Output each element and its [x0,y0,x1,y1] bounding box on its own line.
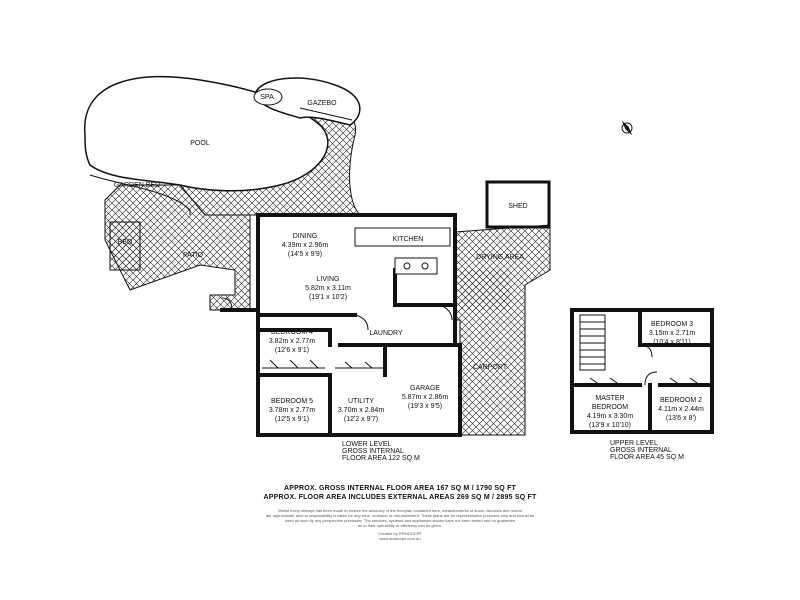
lower-level-walls [220,213,462,437]
upper-level-title: UPPER LEVEL [610,440,658,447]
website-link[interactable]: www.realscope.com.au [379,536,421,541]
garden-bed-label: GARDEN BED [114,182,160,189]
upper-level-area: FLOOR AREA 45 SQ M [610,454,684,461]
master-size-imperial: (13'9 x 10'10) [589,422,631,429]
footer-gross-area: APPROX. GROSS INTERNAL FLOOR AREA 167 SQ… [283,485,517,492]
bedroom5-size-imperial: (12'5 x 9'1) [275,416,309,423]
bedroom2-size-metric: 4.11m x 2.44m [658,406,704,413]
garage-label: GARAGE [410,385,440,392]
disclaimer-line-2: are approximate and no responsibility is… [265,513,535,518]
carport-label: CARPORT [473,364,508,371]
disclaimer-line-1: Whilst every attempt has been made to en… [278,508,522,513]
gazebo-label: GAZEBO [307,100,337,107]
shed-label: SHED [508,203,527,210]
pool-label: POOL [190,140,210,147]
dining-size-metric: 4.39m x 2.96m [282,242,328,249]
patio-label: PATIO [183,252,204,259]
bbq-label: BBQ [118,239,133,246]
bedroom3-size-imperial: (10'4 x 8'11) [653,339,691,346]
laundry-label: LAUNDRY [369,330,403,337]
bedroom4-label: BEDROOM 4 [271,329,313,336]
compass-icon [621,120,633,136]
footer-external-area: APPROX. FLOOR AREA INCLUDES EXTERNAL ARE… [263,494,537,501]
drying-area-label: DRYING AREA [476,254,524,261]
master-label-2: BEDROOM [592,404,628,411]
living-size-imperial: (19'1 x 10'2) [309,294,347,301]
dining-size-imperial: (14'5 x 9'9) [288,251,322,258]
dining-label: DINING [293,233,318,240]
bedroom4-size-metric: 3.82m x 2.77m [269,338,315,345]
bedroom2-size-imperial: (13'6 x 8') [666,415,696,422]
kitchen-bench [354,227,451,247]
garage-size-metric: 5.87m x 2.86m [402,394,448,401]
living-label: LIVING [317,276,340,283]
disclaimer-line-3: used as such by any prospective purchase… [284,518,516,523]
garage-size-imperial: (19'3 x 9'5) [408,403,442,410]
utility-size-imperial: (12'2 x 9'7) [344,416,378,423]
kitchen-label: KITCHEN [393,236,424,243]
spa [253,88,283,106]
living-size-metric: 5.82m x 3.11m [305,285,351,292]
bedroom3-size-metric: 3.15m x 2.71m [649,330,695,337]
upper-level-walls [570,308,714,434]
utility-label: UTILITY [348,398,374,405]
bedroom5-label: BEDROOM 5 [271,398,313,405]
lower-level-gross: GROSS INTERNAL [342,448,404,455]
utility-size-metric: 3.70m x 2.84m [338,407,384,414]
upper-level-gross: GROSS INTERNAL [610,447,672,454]
disclaimer-line-4: as to their operability or efficiency ca… [357,523,443,528]
bedroom4-size-imperial: (12'6 x 9'1) [275,347,309,354]
stairs [579,314,606,371]
spa-gazebo [254,77,361,126]
bedroom3-label: BEDROOM 3 [651,321,693,328]
lower-level-title: LOWER LEVEL [342,441,392,448]
spa-label: SPA [260,94,274,101]
lower-level-area: FLOOR AREA 122 SQ M [342,455,420,462]
master-label-1: MASTER [595,395,624,402]
bedroom5-size-metric: 3.78m x 2.77m [269,407,315,414]
master-size-metric: 4.19m x 3.30m [587,413,633,420]
bbq-area [109,221,141,271]
credit: Created by RPAIDOCPF [378,531,422,536]
bedroom2-label: BEDROOM 2 [660,397,702,404]
